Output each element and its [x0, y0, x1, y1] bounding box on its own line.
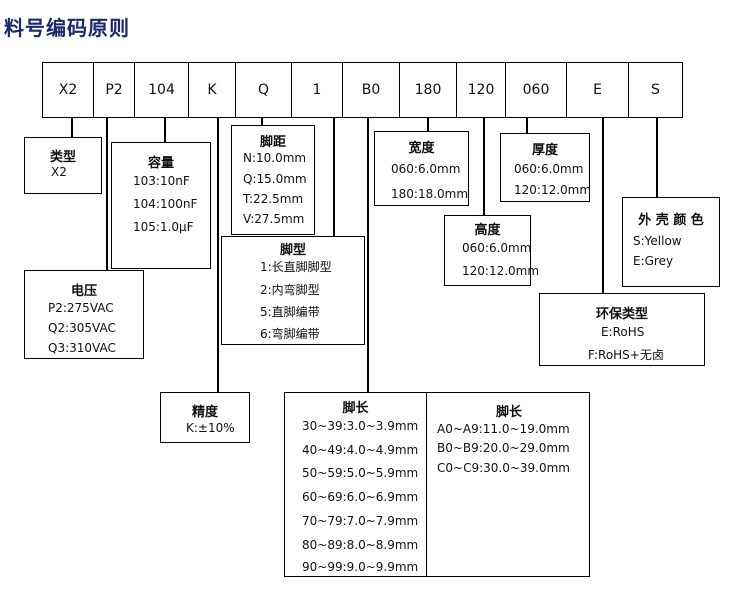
leadlength-line-left: 60~69:6.0~6.9mm: [302, 490, 419, 504]
leadlength-box: 脚长 脚长 30~39:3.0~3.9mm 40~49:4.0~4.9mm 50…: [284, 392, 590, 577]
env-heading: 环保类型: [595, 307, 648, 322]
capacity-heading: 容量: [147, 156, 174, 171]
height-line: 120:12.0mm: [462, 264, 540, 278]
type-line: X2: [51, 165, 67, 179]
leadlength-heading-left: 脚长: [342, 401, 369, 416]
code-cell-color: S: [628, 62, 683, 118]
leadtype-line: 2:内弯脚型: [260, 283, 320, 297]
leadlength-line-right: C0~C9:30.0~39.0mm: [437, 461, 570, 475]
env-box: 环保类型 E:RoHS F:RoHS+无卤: [539, 293, 705, 366]
thickness-line: 060:6.0mm: [514, 162, 584, 176]
leadtype-heading: 脚型: [279, 243, 306, 258]
leadtype-line: 1:长直脚脚型: [260, 260, 332, 274]
leadlength-line-right: B0~B9:20.0~29.0mm: [437, 441, 570, 455]
leadlength-line-left: 80~89:8.0~8.9mm: [302, 538, 419, 552]
voltage-line: P2:275VAC: [48, 301, 114, 315]
pitch-box: 脚距 N:10.0mm Q:15.0mm T:22.5mm V:27.5mm: [231, 125, 315, 235]
pitch-line: T:22.5mm: [243, 192, 304, 206]
capacity-line: 105:1.0μF: [133, 220, 194, 234]
thickness-line: 120:12.0mm: [514, 183, 592, 197]
width-box: 宽度 060:6.0mm 180:18.0mm: [374, 131, 469, 206]
voltage-box: 电压 P2:275VAC Q2:305VAC Q3:310VAC: [24, 270, 144, 359]
capacity-line: 103:10nF: [133, 174, 190, 188]
code-cell-thickness: 060: [505, 62, 567, 118]
type-heading: 类型: [49, 150, 76, 165]
env-line: E:RoHS: [601, 325, 645, 339]
code-cell-width: 180: [399, 62, 457, 118]
thickness-heading: 厚度: [531, 143, 558, 158]
width-heading: 宽度: [408, 141, 435, 156]
leadtype-box: 脚型 1:长直脚脚型 2:内弯脚型 5:直脚编带 6:弯脚编带: [221, 236, 365, 345]
code-cell-leadlength: B0: [342, 62, 400, 118]
height-line: 060:6.0mm: [462, 241, 532, 255]
tolerance-line: K:±10%: [186, 421, 235, 435]
code-cell-capacity: 104: [134, 62, 189, 118]
code-cell-voltage: P2: [93, 62, 135, 118]
leadlength-line-left: 70~79:7.0~7.9mm: [302, 514, 419, 528]
width-line: 060:6.0mm: [391, 162, 461, 176]
leadlength-divider: [426, 393, 427, 576]
code-cell-height: 120: [456, 62, 506, 118]
pitch-line: V:27.5mm: [243, 212, 305, 226]
height-heading: 高度: [474, 223, 501, 238]
code-cell-pitch: Q: [235, 62, 292, 118]
height-box: 高度 060:6.0mm 120:12.0mm: [444, 215, 539, 286]
voltage-line: Q2:305VAC: [48, 321, 116, 335]
code-cell-tolerance: K: [188, 62, 236, 118]
leadlength-line-left: 30~39:3.0~3.9mm: [302, 419, 419, 433]
type-box: 类型 X2: [24, 137, 102, 194]
capacity-line: 104:100nF: [133, 197, 198, 211]
code-cell-type: X2: [42, 62, 94, 118]
code-cell-leadtype: 1: [291, 62, 343, 118]
color-line: S:Yellow: [633, 234, 682, 248]
tolerance-heading: 精度: [191, 405, 218, 420]
leadlength-line-right: A0~A9:11.0~19.0mm: [437, 422, 570, 436]
page-title: 料号编码原则: [4, 16, 130, 40]
tolerance-box: 精度 K:±10%: [160, 392, 250, 443]
voltage-heading: 电压: [70, 284, 97, 299]
leadlength-heading-right: 脚长: [495, 405, 522, 420]
width-line: 180:18.0mm: [391, 187, 469, 201]
thickness-box: 厚度 060:6.0mm 120:12.0mm: [500, 133, 592, 202]
env-line: F:RoHS+无卤: [588, 348, 664, 362]
leadlength-line-left: 50~59:5.0~5.9mm: [302, 466, 419, 480]
pitch-line: N:10.0mm: [243, 151, 307, 165]
leadtype-line: 6:弯脚编带: [260, 327, 320, 341]
code-cell-env: E: [566, 62, 629, 118]
color-heading: 外 壳 颜 色: [638, 213, 704, 228]
color-box: 外 壳 颜 色 S:Yellow E:Grey: [622, 197, 720, 287]
leadlength-line-left: 40~49:4.0~4.9mm: [302, 443, 419, 457]
pitch-heading: 脚距: [259, 135, 286, 150]
pitch-line: Q:15.0mm: [243, 172, 307, 186]
capacity-box: 容量 103:10nF 104:100nF 105:1.0μF: [111, 142, 211, 269]
color-line: E:Grey: [633, 254, 674, 268]
leadlength-line-left: 90~99:9.0~9.9mm: [302, 560, 419, 574]
voltage-line: Q3:310VAC: [48, 341, 116, 355]
leadtype-line: 5:直脚编带: [260, 305, 320, 319]
